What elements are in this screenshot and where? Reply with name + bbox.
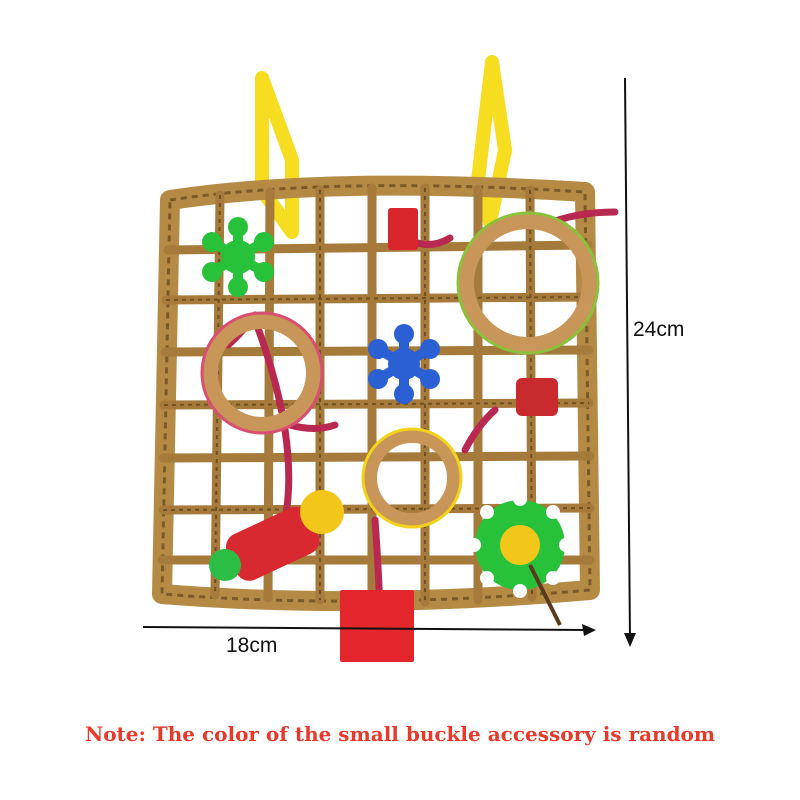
wood-ring-top-right (456, 211, 600, 355)
yellow-bead (300, 490, 344, 534)
wood-ring-left (200, 311, 324, 435)
wooden-blocks (209, 208, 558, 662)
width-dimension-label: 18cm (226, 634, 278, 657)
wood-ring-center (361, 427, 463, 529)
height-arrow (624, 77, 636, 647)
height-dimension-label: 24cm (633, 318, 685, 341)
left-hook (255, 71, 299, 239)
right-hook (471, 55, 512, 229)
width-arrow (142, 624, 596, 636)
yellow-hooks (255, 55, 512, 239)
red-block-right (516, 378, 558, 416)
blue-star-toy (368, 324, 440, 404)
wooden-rings (200, 211, 600, 529)
green-disc-left (209, 549, 241, 581)
color-note: Note: The color of the small buckle acce… (84, 722, 716, 746)
red-cylinder (225, 506, 320, 581)
red-block-bottom (340, 590, 414, 662)
green-star-toy (202, 217, 274, 297)
red-block-top (388, 208, 418, 250)
green-flower-toy (467, 492, 573, 626)
mat-border-inner (160, 184, 592, 603)
